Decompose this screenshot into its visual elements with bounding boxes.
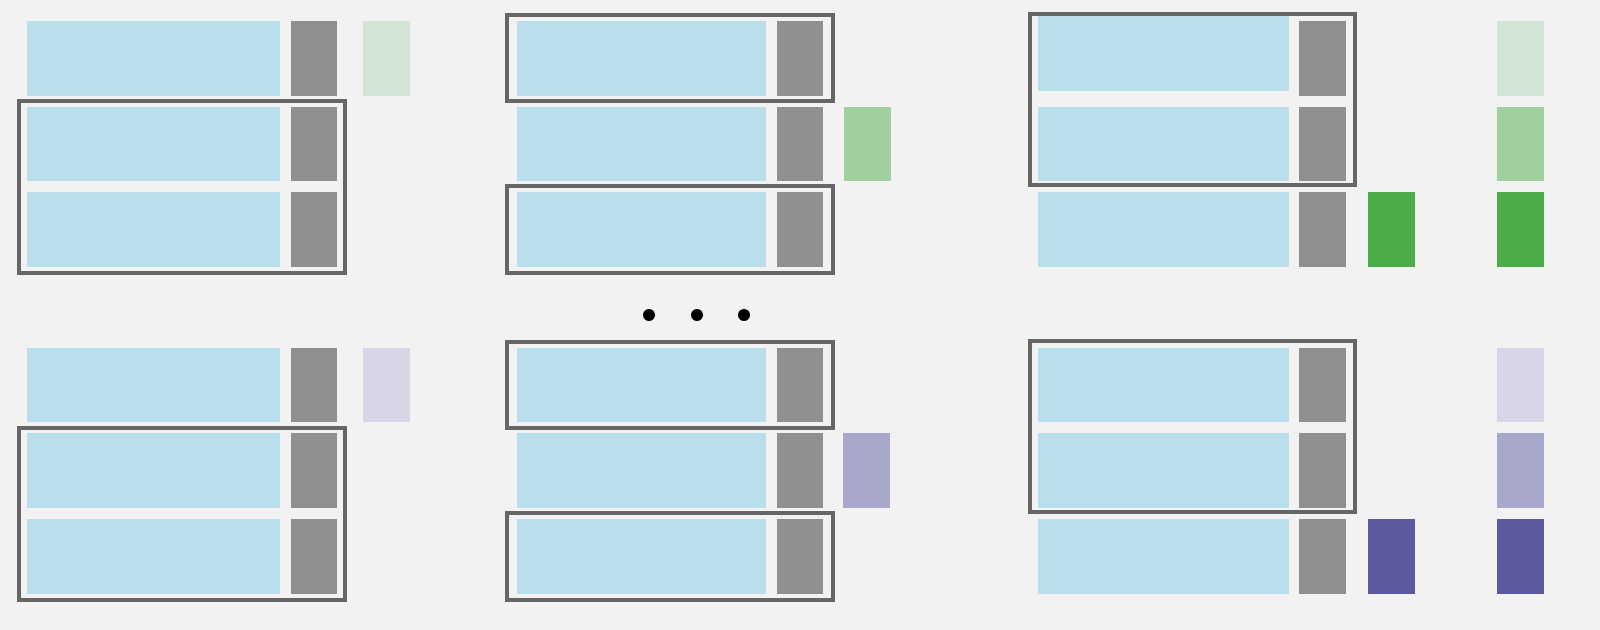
feature-bar: [517, 433, 766, 508]
ellipsis-dot: [643, 309, 655, 321]
feature-bar: [517, 348, 766, 422]
index-block: [777, 519, 823, 594]
window-frame: [1028, 12, 1357, 187]
window-frame: [505, 184, 835, 275]
index-block: [777, 348, 823, 422]
result-square: [1497, 519, 1544, 594]
output-square: [363, 348, 410, 422]
index-block: [777, 107, 823, 181]
window-frame: [505, 340, 835, 430]
index-block: [1299, 433, 1346, 508]
index-block: [1299, 21, 1346, 96]
feature-bar: [27, 107, 280, 181]
output-square: [1368, 519, 1415, 594]
feature-bar: [517, 519, 766, 594]
output-square: [363, 21, 410, 96]
output-square: [1368, 192, 1415, 267]
feature-bar: [517, 21, 766, 96]
result-square: [1497, 21, 1544, 96]
index-block: [777, 433, 823, 508]
index-block: [777, 192, 823, 267]
ellipsis-dot: [738, 309, 750, 321]
window-frame: [1028, 339, 1357, 514]
index-block: [291, 348, 337, 422]
index-block: [291, 433, 337, 508]
result-square: [1497, 107, 1544, 181]
ellipsis-dot: [691, 309, 703, 321]
result-square: [1497, 348, 1544, 422]
feature-bar: [27, 348, 280, 422]
feature-bar: [1038, 348, 1289, 422]
feature-bar: [1038, 433, 1289, 508]
output-square: [843, 433, 890, 508]
index-block: [777, 21, 823, 96]
index-block: [1299, 348, 1346, 422]
window-frame: [505, 511, 835, 602]
index-block: [291, 519, 337, 594]
feature-bar: [27, 192, 280, 267]
index-block: [291, 107, 337, 181]
feature-bar: [27, 21, 280, 96]
feature-bar: [27, 519, 280, 594]
window-frame: [17, 99, 347, 275]
index-block: [1299, 519, 1346, 594]
window-frame: [17, 426, 347, 602]
feature-bar: [517, 192, 766, 267]
index-block: [1299, 192, 1346, 267]
feature-bar: [1038, 107, 1289, 181]
result-square: [1497, 433, 1544, 508]
index-block: [291, 21, 337, 96]
feature-bar: [1038, 16, 1289, 91]
result-square: [1497, 192, 1544, 267]
feature-bar: [1038, 519, 1289, 594]
feature-bar: [517, 107, 766, 181]
feature-bar: [27, 433, 280, 508]
index-block: [291, 192, 337, 267]
output-square: [844, 107, 891, 181]
index-block: [1299, 107, 1346, 181]
window-frame: [505, 13, 835, 103]
feature-bar: [1038, 192, 1289, 267]
